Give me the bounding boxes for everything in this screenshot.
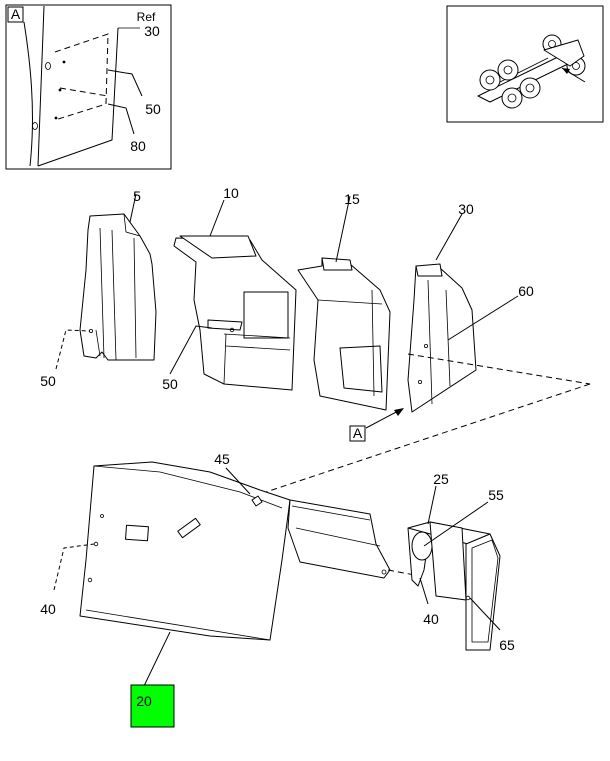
highlighted-part-box[interactable] [130, 684, 175, 728]
part-10: 10 50 [162, 185, 297, 392]
callout-60: 60 [518, 283, 534, 299]
callout-40-right: 40 [423, 611, 439, 627]
part-25-group: 25 55 40 65 [407, 471, 515, 653]
callout-30: 30 [458, 201, 474, 217]
part-5: 5 50 [40, 188, 157, 389]
callout-55: 55 [488, 487, 504, 503]
view-a-marker-box [349, 425, 366, 442]
callout-25: 25 [433, 471, 449, 487]
callout-20: 20 [136, 693, 152, 709]
part-20: 45 40 20 [40, 451, 421, 728]
callout-50-left: 50 [40, 373, 56, 389]
callout-65: 65 [499, 637, 515, 653]
callout-50-mid: 50 [162, 376, 178, 392]
detail-callout-80: 80 [130, 138, 146, 154]
part-30: 30 60 A [259, 201, 591, 495]
callout-5: 5 [133, 188, 141, 204]
truck-chassis-icon [477, 34, 586, 109]
detail-a-letter: A [11, 6, 21, 22]
view-a-marker-letter: A [353, 425, 363, 441]
callout-45: 45 [214, 451, 230, 467]
detail-a-letter-box [7, 6, 24, 23]
callout-15: 15 [344, 191, 360, 207]
detail-a-box: A Ref 30 50 80 [5, 4, 172, 170]
detail-ref-text: Ref [137, 10, 156, 24]
detail-callout-30: 30 [144, 23, 160, 39]
part-15: 15 [297, 191, 391, 411]
locator-box [446, 5, 604, 123]
callout-40-left: 40 [40, 601, 56, 617]
detail-callout-50: 50 [145, 101, 161, 117]
callout-10: 10 [223, 185, 239, 201]
